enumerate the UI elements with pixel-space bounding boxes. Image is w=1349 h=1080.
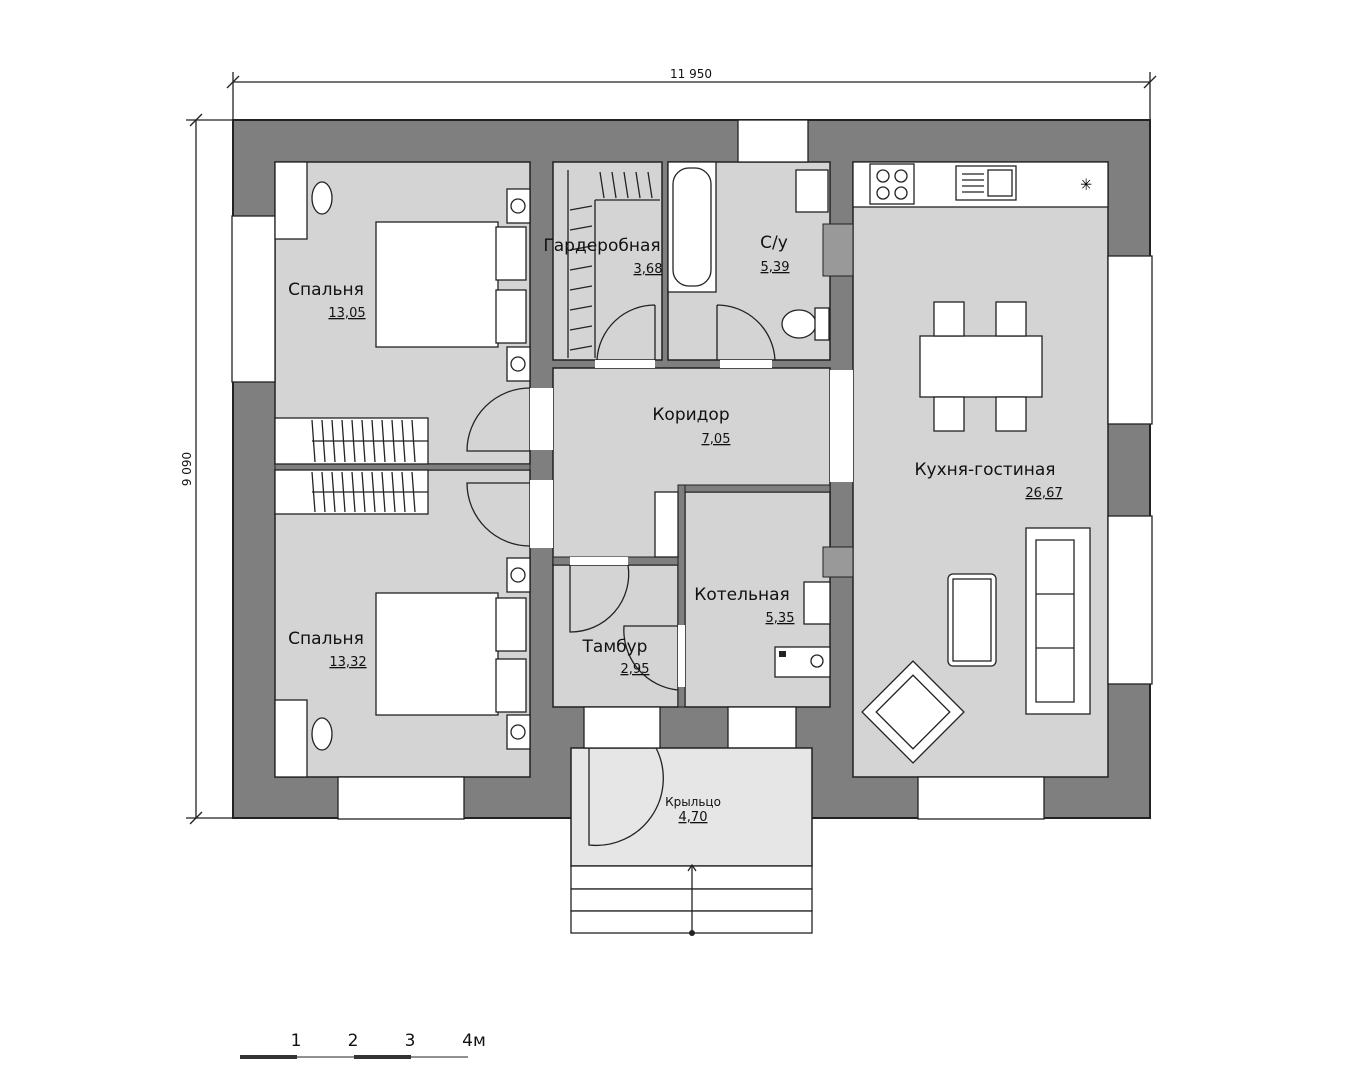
label-bedroom-1: Спальня xyxy=(288,280,364,300)
label-bedroom-2: Спальня xyxy=(288,629,364,649)
bed xyxy=(375,221,499,348)
label-vestibule: Тамбур xyxy=(582,637,648,657)
svg-text:4м: 4м xyxy=(462,1031,486,1051)
armchair xyxy=(861,660,965,764)
dining-table xyxy=(919,335,1043,398)
windows xyxy=(231,119,1153,820)
room-vestibule xyxy=(552,564,679,708)
width-label: 11 950 xyxy=(670,67,712,81)
sink xyxy=(795,169,829,213)
coffee-table xyxy=(947,573,997,667)
svg-text:13,32: 13,32 xyxy=(329,655,366,670)
toilet xyxy=(781,309,817,339)
room-labels: Спальня 13,05 Гардеробная 3,68 С/у 5,39 … xyxy=(288,233,1062,825)
fridge-icon: ✳ xyxy=(1080,175,1092,194)
scale-bar: 1 2 3 4м xyxy=(240,1031,486,1059)
door-opening xyxy=(530,388,553,450)
svg-text:7,05: 7,05 xyxy=(702,432,731,447)
svg-text:13,05: 13,05 xyxy=(328,306,365,321)
porch xyxy=(570,747,813,867)
svg-text:5,39: 5,39 xyxy=(761,260,790,275)
label-bathroom: С/у xyxy=(760,233,788,253)
label-corridor: Коридор xyxy=(652,405,729,425)
svg-text:5,35: 5,35 xyxy=(766,611,795,626)
desk xyxy=(274,161,308,240)
room-wardrobe xyxy=(552,161,663,361)
height-label: 9 090 xyxy=(180,452,194,486)
label-kitchen-living: Кухня-гостиная xyxy=(914,460,1055,480)
sofa xyxy=(1025,527,1091,715)
dimension-height: 9 090 xyxy=(180,113,233,825)
kitchen-sink xyxy=(955,165,1017,201)
label-wardrobe: Гардеробная xyxy=(543,236,660,256)
svg-text:3: 3 xyxy=(405,1031,416,1051)
label-porch: Крыльцо xyxy=(665,795,721,809)
label-boiler: Котельная xyxy=(694,585,789,605)
svg-text:1: 1 xyxy=(291,1031,302,1051)
svg-text:3,68: 3,68 xyxy=(634,262,663,277)
bed xyxy=(375,592,499,716)
svg-text:4,70: 4,70 xyxy=(679,810,708,825)
svg-text:2,95: 2,95 xyxy=(621,662,650,677)
porch-steps xyxy=(570,863,813,936)
svg-text:26,67: 26,67 xyxy=(1025,486,1062,501)
bathtub xyxy=(667,161,717,293)
stove xyxy=(869,163,915,205)
svg-text:2: 2 xyxy=(348,1031,359,1051)
dimension-width: 11 950 xyxy=(226,67,1157,120)
